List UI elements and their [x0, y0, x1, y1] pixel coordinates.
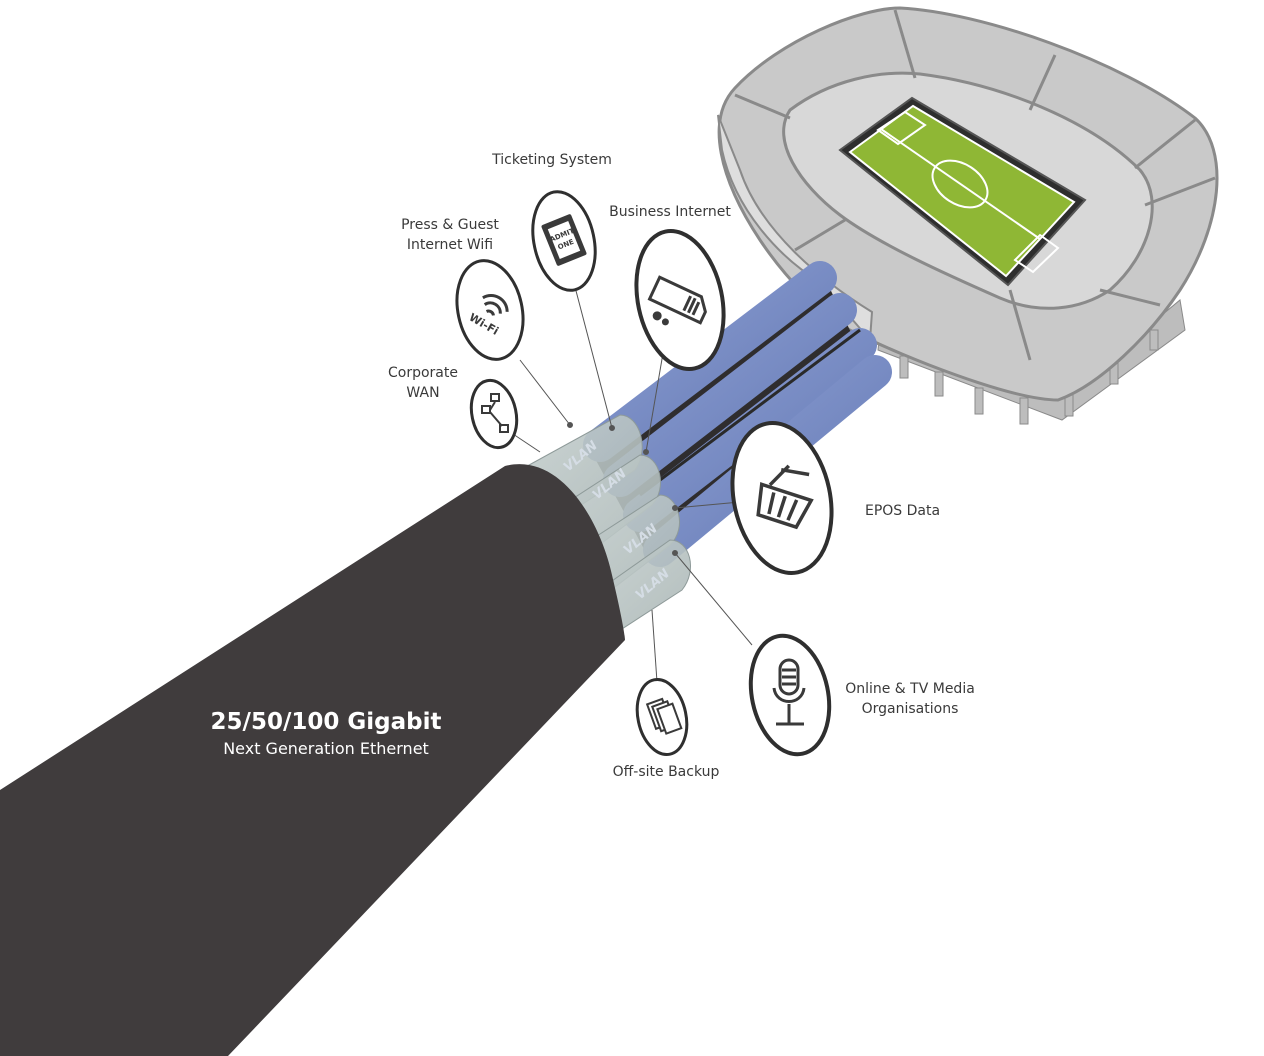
label-epos-data: EPOS Data — [865, 503, 941, 519]
ticketing-icon-badge: ADMIT ONE — [531, 190, 597, 292]
stadium-facade — [717, 114, 874, 343]
media-icon-badge — [748, 633, 832, 757]
label-line: WAN — [406, 385, 440, 401]
cable-subtitle: Next Generation Ethernet — [223, 739, 429, 758]
router-icon — [647, 275, 707, 326]
pitch-markings — [876, 110, 1060, 274]
wifi-icon-badge: Wi-Fi — [455, 259, 525, 361]
label-line: Organisations — [861, 701, 959, 717]
label-online-tv-media: Online & TV Media Organisations — [830, 679, 990, 719]
shopping-basket-icon — [756, 464, 814, 530]
label-ticketing-system: Ticketing System — [492, 152, 612, 168]
label-line: Online & TV Media — [845, 681, 975, 697]
network-icon — [481, 393, 509, 433]
label-line: Press & Guest — [401, 217, 499, 233]
ticket-icon: ADMIT ONE — [541, 214, 587, 266]
label-line: Internet Wifi — [406, 237, 494, 253]
business-internet-icon-badge — [634, 228, 726, 372]
label-business-internet: Business Internet — [609, 204, 731, 220]
label-corporate-wan: Corporate WAN — [363, 363, 483, 403]
microphone-icon — [772, 658, 806, 726]
label-press-guest-wifi: Press & Guest Internet Wifi — [380, 215, 520, 255]
label-offsite-backup: Off-site Backup — [612, 764, 720, 780]
cable-title: 25/50/100 Gigabit — [210, 709, 442, 735]
wan-icon-badge — [469, 378, 519, 450]
connector-lines — [509, 286, 753, 683]
label-line: Corporate — [388, 365, 458, 381]
ethernet-cable — [0, 464, 625, 1056]
backup-icon-badge — [635, 677, 689, 757]
backup-icon — [645, 697, 683, 735]
cable-title-block: 25/50/100 Gigabit Next Generation Ethern… — [186, 706, 466, 760]
epos-icon-badge — [730, 420, 834, 576]
